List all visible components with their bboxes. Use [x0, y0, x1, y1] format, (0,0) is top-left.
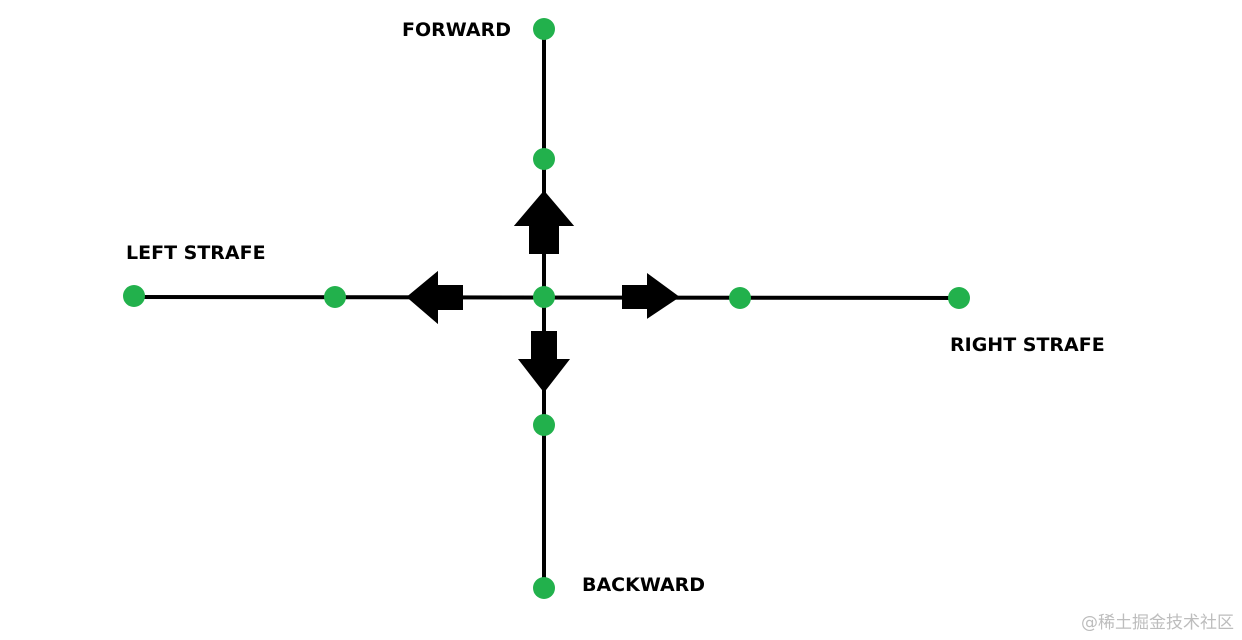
label-backward: BACKWARD	[582, 574, 705, 596]
node-center	[533, 286, 555, 308]
arrow-left-icon	[406, 270, 463, 325]
arrow-up-icon	[513, 190, 575, 254]
label-forward: FORWARD	[402, 19, 511, 41]
label-left-strafe: LEFT STRAFE	[126, 242, 266, 264]
node-left	[123, 285, 145, 307]
arrow-down-icon	[517, 331, 571, 393]
watermark: @稀土掘金技术社区	[1081, 613, 1234, 633]
node-forward	[533, 18, 555, 40]
node-left-inner	[324, 286, 346, 308]
node-right-inner	[729, 287, 751, 309]
node-backward	[533, 577, 555, 599]
node-forward-inner	[533, 148, 555, 170]
node-backward-inner	[533, 414, 555, 436]
label-right-strafe: RIGHT STRAFE	[950, 334, 1105, 356]
arrow-right-icon	[622, 273, 680, 319]
node-right	[948, 287, 970, 309]
